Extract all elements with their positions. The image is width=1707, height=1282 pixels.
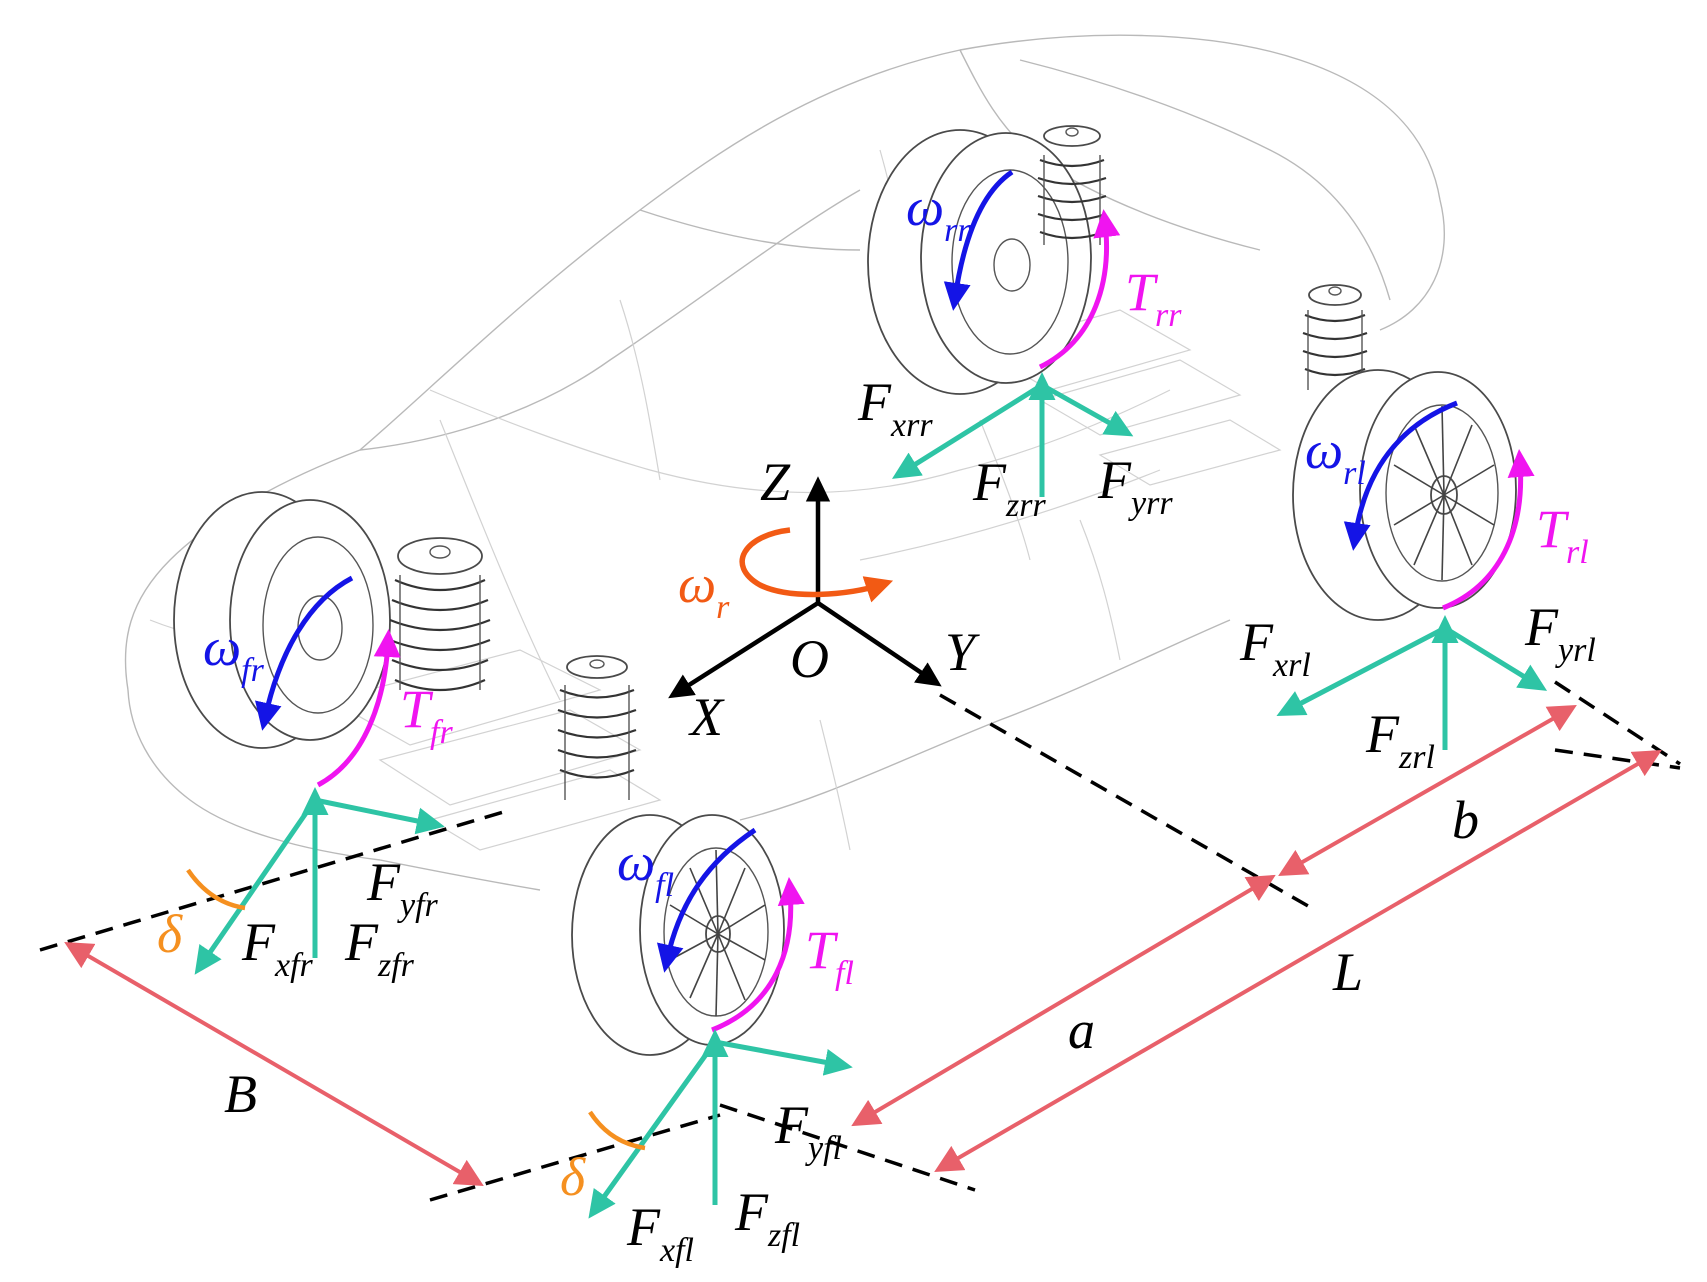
fr-fz-label: Fzfr <box>344 912 415 984</box>
fl-fx-arrow <box>588 1040 718 1219</box>
front-right-spring <box>389 537 491 692</box>
front-left-wheel <box>571 814 785 1056</box>
fl-omega-arrow <box>656 827 757 973</box>
fl-fz-label: Fzfl <box>734 1182 800 1254</box>
fl-fy-arrow <box>714 1039 853 1076</box>
rr-omega-arrow <box>943 169 1014 311</box>
rr-torque-label: Trr <box>1125 262 1182 334</box>
rl-fz-label: Fzrl <box>1365 704 1435 776</box>
rl-fx-label: Fxrl <box>1239 612 1311 684</box>
fr-fy-label: Fyfr <box>366 852 439 924</box>
rear-left-annotations: ωrl Trl Fxrl Fyrl Fzrl <box>1239 400 1596 776</box>
fr-steer-angle-arc <box>186 868 246 911</box>
rr-fz-label: Fzrr <box>972 452 1046 524</box>
fr-steer-angle-label: δ <box>157 904 183 964</box>
track-width-label: B <box>224 1064 257 1124</box>
yaw-rate-arrow <box>739 527 894 603</box>
fr-fx-arrow <box>194 798 318 975</box>
rl-torque-arrow <box>1442 449 1535 611</box>
fl-steer-angle-arc <box>588 1110 646 1151</box>
front-right-annotations: ωfr Tfr Fxfr Fyfr Fzfr δ <box>157 575 453 984</box>
cg-to-rear-label: b <box>1452 790 1479 850</box>
rr-torque-arrow <box>1038 209 1121 370</box>
fl-fy-label: Fyfl <box>774 1095 842 1167</box>
z-axis-label: Z <box>760 452 791 512</box>
y-axis-label: Y <box>945 622 980 682</box>
y-axis-arrow <box>816 601 942 687</box>
coordinate-system: Z X Y O ωr <box>668 452 980 747</box>
rear-right-annotations: ωrr Trr Fxrr Fyrr Fzrr <box>857 169 1182 524</box>
rr-fx-arrow <box>891 382 1044 479</box>
wheelbase-arrow <box>934 749 1662 1173</box>
rr-fx-label: Fxrr <box>857 372 933 444</box>
rl-fy-arrow <box>1443 625 1548 691</box>
dimension-arrows <box>64 705 1662 1187</box>
fr-torque-label: Tfr <box>400 679 453 751</box>
rr-fy-label: Fyrr <box>1097 450 1173 522</box>
rl-fy-label: Fyrl <box>1524 597 1596 669</box>
front-left-spring <box>557 655 637 800</box>
front-axle-line <box>39 808 511 952</box>
origin-label: O <box>790 629 829 689</box>
front-left-contact-line <box>429 1113 721 1202</box>
rear-left-track-line <box>1554 680 1681 766</box>
front-to-cg-label: a <box>1068 1000 1095 1060</box>
fr-torque-arrow <box>316 629 401 788</box>
rl-omega-label: ωrl <box>1305 420 1366 492</box>
track-width-arrow <box>64 941 484 1187</box>
fl-omega-label: ωfl <box>617 832 674 904</box>
rr-fy-arrow <box>1040 382 1134 437</box>
front-right-wheel <box>173 491 391 749</box>
rl-omega-arrow <box>1343 400 1458 551</box>
rear-left-wheel-spokes <box>1393 405 1495 581</box>
x-axis-label: X <box>688 687 725 747</box>
fr-omega-arrow <box>255 575 354 731</box>
fl-torque-arrow <box>711 877 805 1033</box>
fr-fy-arrow <box>314 797 445 835</box>
fr-fx-label: Fxfr <box>241 912 314 984</box>
cg-reference-line <box>939 693 1316 912</box>
wheelbase-label: L <box>1332 942 1363 1002</box>
front-to-cg-arrow <box>851 874 1276 1127</box>
dimension-labels: B a b L <box>224 790 1479 1124</box>
rear-left-wheel <box>1292 369 1517 621</box>
rear-right-spring <box>1037 125 1107 245</box>
front-left-track-line <box>719 1103 976 1192</box>
rr-omega-label: ωrr <box>906 177 971 249</box>
fl-fx-label: Fxfl <box>626 1197 694 1269</box>
x-axis-arrow <box>668 601 820 699</box>
rl-fx-arrow <box>1276 625 1447 717</box>
fl-torque-label: Tfl <box>805 920 854 992</box>
fr-omega-label: ωfr <box>203 617 265 689</box>
yaw-rate-label: ωr <box>678 554 730 626</box>
rl-torque-label: Trl <box>1536 499 1589 571</box>
fl-steer-angle-label: δ <box>560 1147 586 1207</box>
front-left-annotations: ωfl Tfl Fxfl Fyfl Fzfl δ <box>560 827 854 1269</box>
cg-to-rear-arrow <box>1278 705 1577 876</box>
